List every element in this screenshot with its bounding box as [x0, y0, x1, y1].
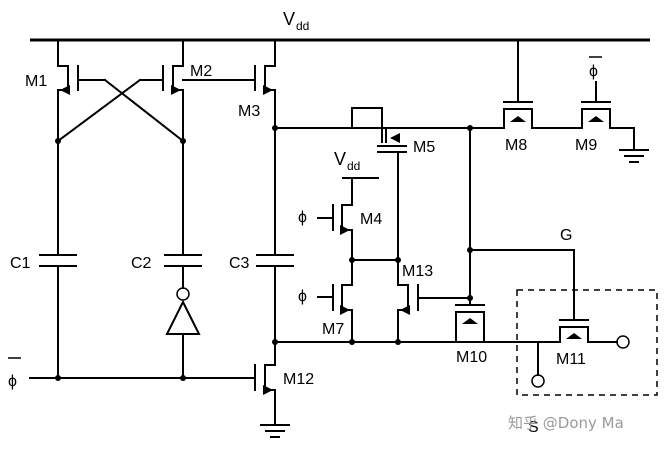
- phibar-label-m12: ϕ: [8, 373, 17, 390]
- label-c1: C1: [10, 255, 31, 272]
- transistor-m11: [539, 249, 618, 343]
- diode-triangle: [165, 299, 201, 335]
- ground-icon: [260, 424, 290, 438]
- transistor-m2: [139, 39, 256, 142]
- label-g: G: [560, 227, 572, 244]
- vdd-label-sub: dd: [296, 19, 309, 33]
- label-m5: M7: [322, 321, 344, 338]
- vdd-label: V: [283, 9, 295, 29]
- label-m10: M9: [575, 137, 597, 154]
- cross-wire-1: [103, 78, 185, 143]
- label-s: S: [528, 419, 539, 436]
- diode-bubble: [176, 287, 190, 301]
- label-m11: M11: [556, 351, 586, 368]
- watermark: 知乎 @Dony Ma: [508, 414, 624, 432]
- transistor-m9: [455, 304, 485, 343]
- label-m9: M10: [456, 349, 487, 366]
- transistor-m1: [57, 39, 106, 142]
- ground-icon: [619, 149, 649, 163]
- label-c2: C2: [131, 255, 152, 272]
- transistor-m7: [496, 39, 581, 129]
- vdd-local-label: V: [334, 149, 346, 169]
- transistor-m10: [579, 81, 635, 151]
- transistor-m13: [397, 259, 471, 343]
- label-c3: C3: [229, 255, 250, 272]
- label-m2: M2: [190, 63, 212, 80]
- terminal-source: [531, 374, 545, 388]
- cross-wire-2: [56, 78, 142, 143]
- label-m3: M3: [238, 103, 260, 120]
- label-m7: M8: [505, 137, 527, 154]
- transistor-m4: [317, 177, 353, 261]
- phibar-label-m10: ϕ: [589, 63, 598, 80]
- power-device-box: [516, 289, 658, 396]
- terminal-drain: [616, 335, 630, 349]
- label-m13: M13: [402, 263, 433, 280]
- transistor-m8: [351, 107, 407, 261]
- phi-label-m4: ϕ: [298, 209, 307, 226]
- label-m12: M12: [283, 371, 314, 388]
- label-m8: M5: [413, 139, 435, 156]
- transistor-m12: [254, 341, 276, 426]
- transistor-m3: [254, 39, 276, 129]
- label-m4: M4: [360, 211, 382, 228]
- transistor-m5: [317, 259, 353, 343]
- phi-label-m5: ϕ: [298, 288, 307, 305]
- label-m1: M1: [25, 73, 47, 90]
- vdd-local-sub: dd: [347, 159, 360, 173]
